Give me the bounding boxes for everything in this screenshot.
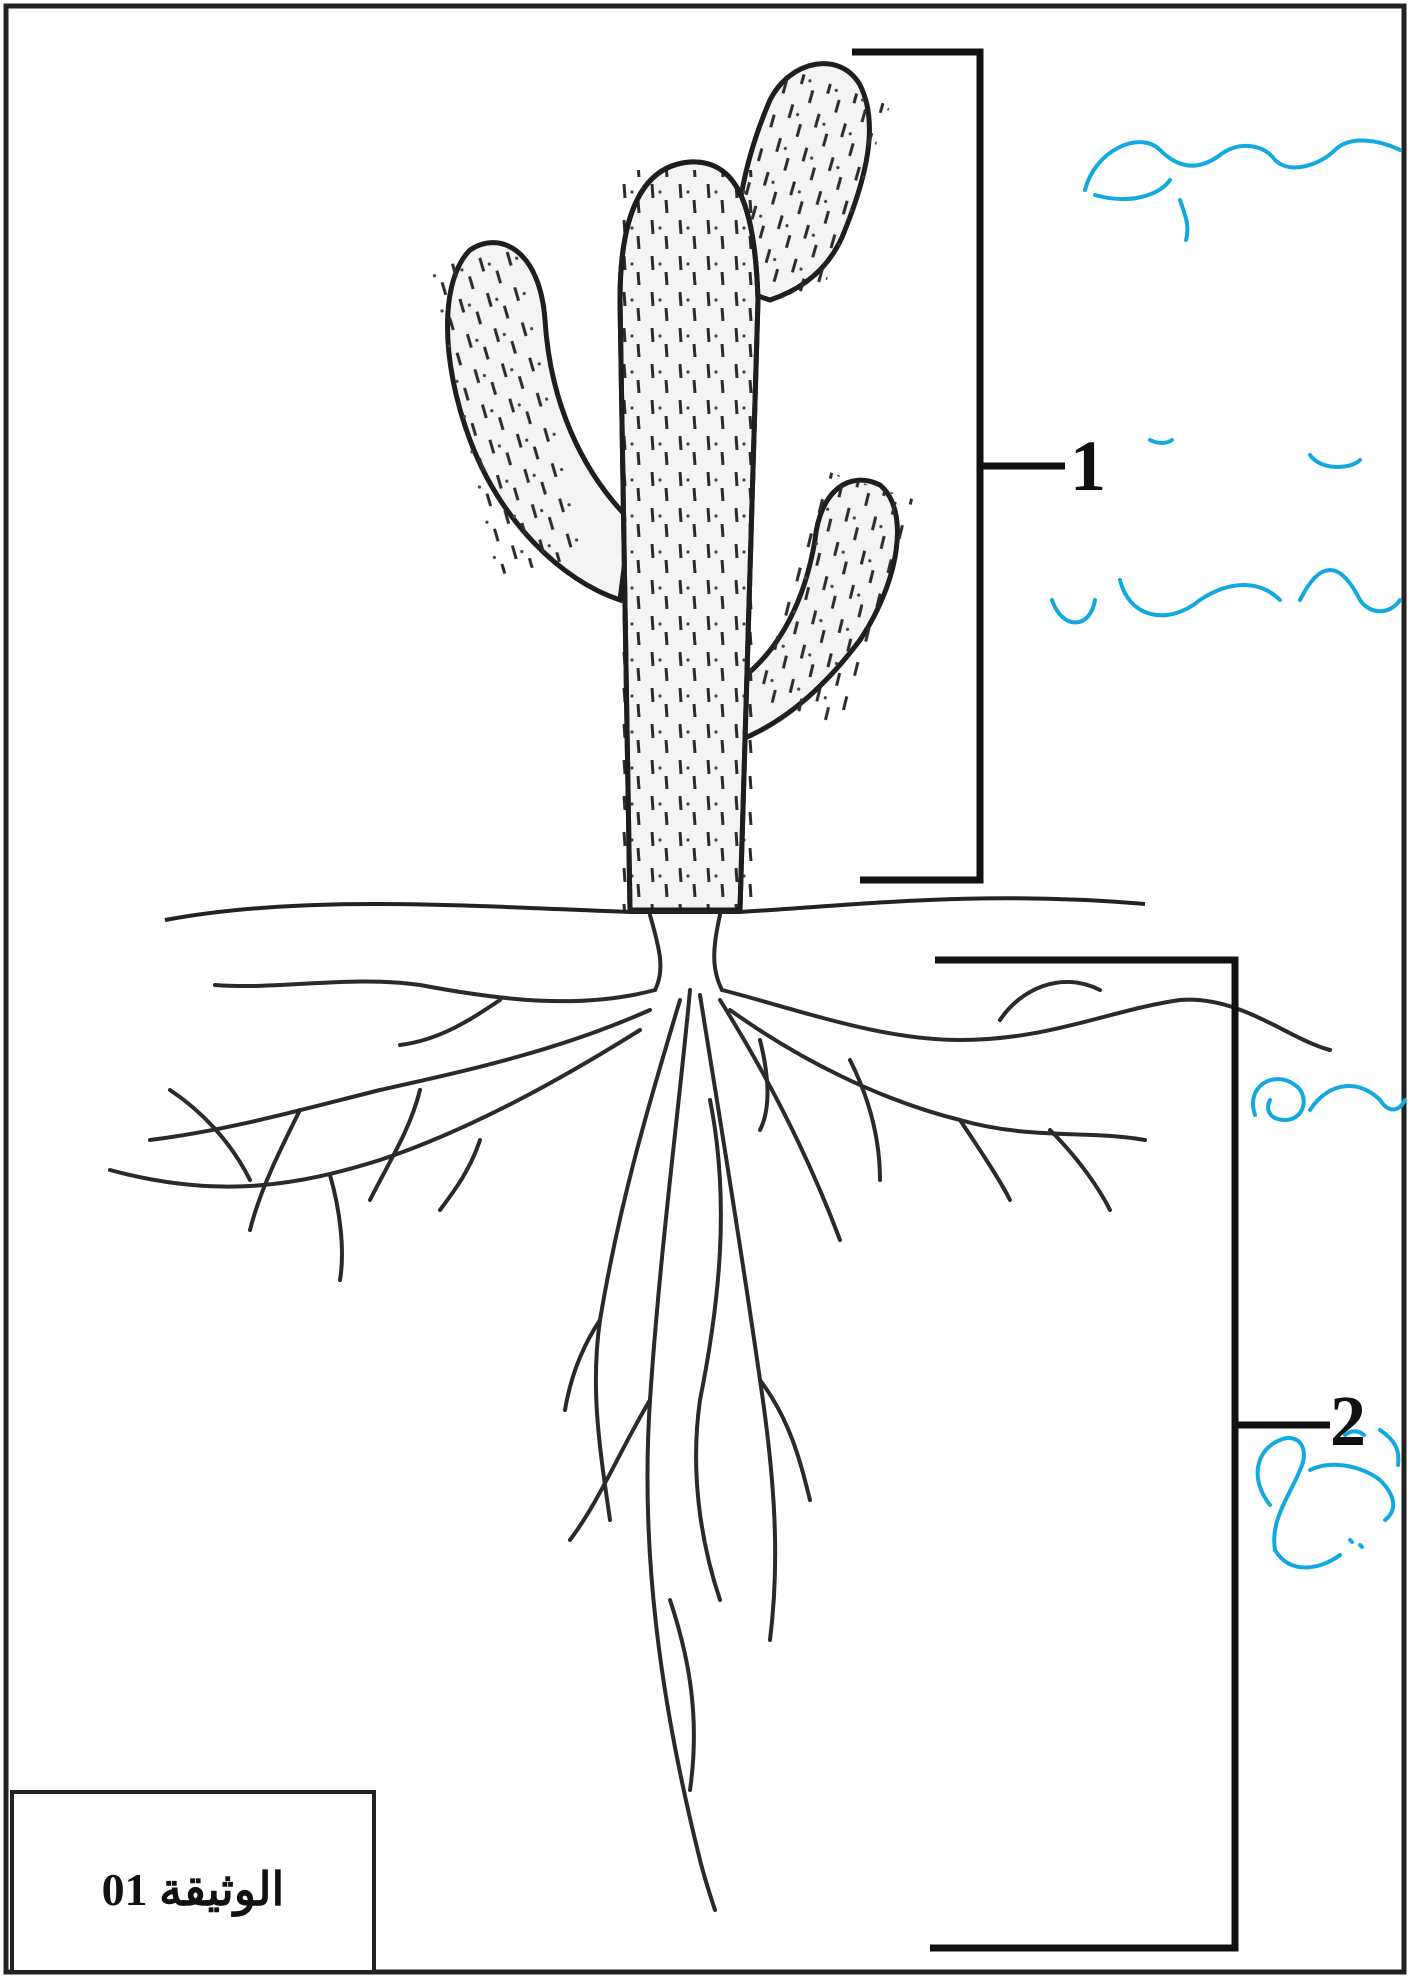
root-system-drawing bbox=[110, 915, 1330, 1910]
handwritten-annotation-2 bbox=[1253, 1079, 1405, 1567]
document-label: الوثيقة 01 bbox=[102, 1864, 285, 1917]
part-number-1: 1 bbox=[1070, 426, 1106, 506]
cactus-stem-drawing bbox=[428, 64, 915, 910]
bracket-part-1 bbox=[852, 52, 1065, 880]
handwritten-annotation-1 bbox=[1052, 141, 1400, 623]
document-label-box: الوثيقة 01 bbox=[12, 1792, 374, 1972]
part-number-2: 2 bbox=[1330, 1381, 1366, 1461]
